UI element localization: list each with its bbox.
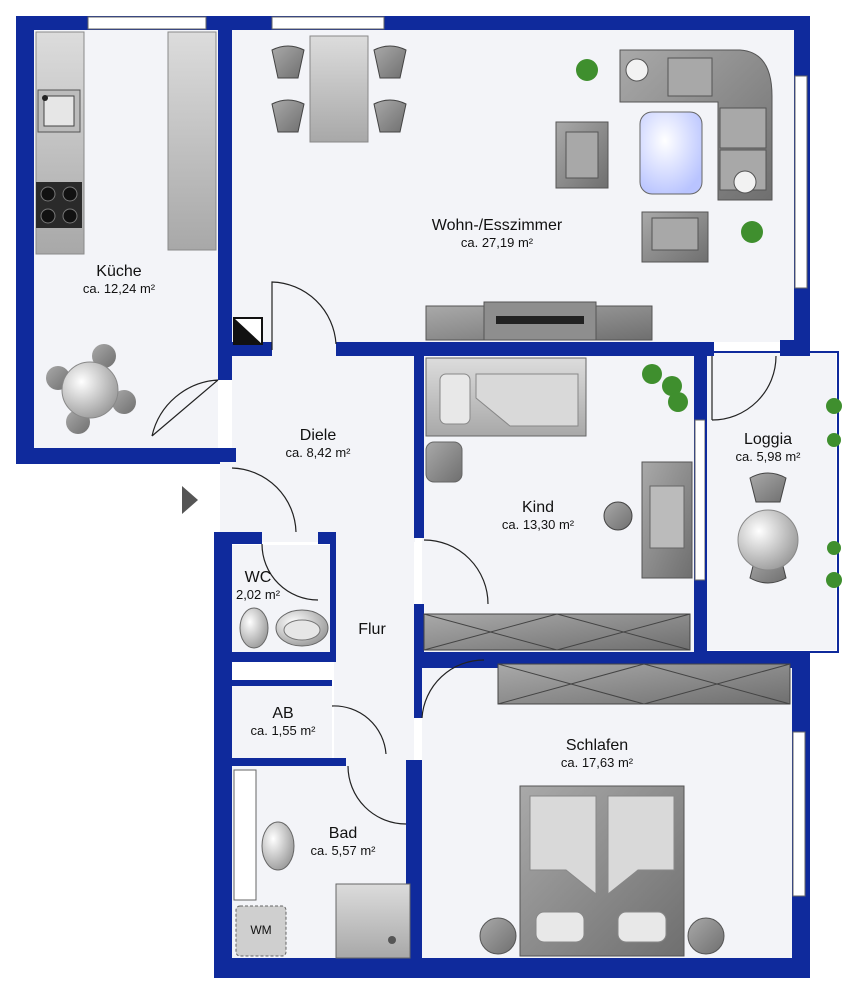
room-name: Flur xyxy=(358,621,386,638)
wall-kueche-wohn xyxy=(218,30,232,350)
wall-wc-right xyxy=(330,532,336,662)
kitchen-table xyxy=(46,344,136,434)
room-area: ca. 1,55 m² xyxy=(250,723,316,738)
door-kind xyxy=(423,539,489,605)
window-wohn-top xyxy=(271,16,385,30)
room-name: WC xyxy=(244,569,272,586)
wall-diele-kind xyxy=(414,342,424,538)
wardrobe xyxy=(423,613,691,651)
door-entry xyxy=(231,467,297,533)
wall-ab-top xyxy=(232,680,332,686)
room-area: ca. 27,19 m² xyxy=(460,235,534,250)
shower-tray xyxy=(335,883,411,959)
tv-sideboard xyxy=(425,301,653,341)
room-area: ca. 5,57 m² xyxy=(310,843,376,858)
room-name: Schlafen xyxy=(565,737,629,754)
wall-wohn-bottom-left xyxy=(232,342,272,356)
label-kind: Kind ca. 13,30 m² xyxy=(502,498,574,533)
wm-label: WM xyxy=(250,923,272,937)
corner-sofa xyxy=(619,49,773,201)
room-name: Kind xyxy=(521,499,555,516)
door-kueche-diele xyxy=(151,379,219,437)
floor-ab xyxy=(232,686,332,758)
armchairs xyxy=(555,121,709,263)
kitchen-counter xyxy=(35,31,217,255)
wall-left-kueche xyxy=(16,16,34,464)
window-bad-left xyxy=(233,769,257,901)
door-ab xyxy=(331,705,387,755)
window-wohn-right xyxy=(794,75,808,289)
door-wc xyxy=(261,543,319,601)
floor-entry xyxy=(220,458,234,532)
label-ab: AB ca. 1,55 m² xyxy=(250,704,315,739)
room-area: ca. 13,30 m² xyxy=(501,517,575,532)
wall-wc-bottom xyxy=(232,652,336,662)
room-name: Küche xyxy=(96,263,142,280)
kids-bed xyxy=(425,357,587,483)
washing-machine xyxy=(235,905,287,957)
window-kind-loggia xyxy=(694,419,706,581)
window-schlafen xyxy=(792,731,806,897)
plant-icon xyxy=(576,59,842,588)
room-area: 2,02 m² xyxy=(235,587,281,602)
door-bad xyxy=(347,765,407,825)
room-name: Wohn-/Esszimmer xyxy=(431,217,563,234)
label-wm: WM xyxy=(250,923,271,937)
label-schlafen: Schlafen ca. 17,63 m² xyxy=(561,736,633,771)
wall-bottom-kueche xyxy=(16,448,220,464)
coffee-table xyxy=(639,111,703,195)
wall-bottom xyxy=(214,958,810,978)
wall-loggia-right xyxy=(780,340,810,356)
loggia-frame xyxy=(705,351,839,653)
doors xyxy=(151,281,777,825)
entrance-arrow-icon xyxy=(182,486,198,514)
door-wohn-diele xyxy=(271,281,337,350)
wall-kueche-diele xyxy=(218,350,232,380)
windows xyxy=(87,16,808,901)
window-kueche xyxy=(87,16,207,30)
label-wohn: Wohn-/Esszimmer ca. 27,19 m² xyxy=(432,216,562,251)
room-area: ca. 17,63 m² xyxy=(560,755,634,770)
room-name: Bad xyxy=(328,825,358,842)
label-bad: Bad ca. 5,57 m² xyxy=(310,824,375,859)
label-loggia: Loggia ca. 5,98 m² xyxy=(735,430,800,465)
bedroom-wardrobe xyxy=(497,663,791,705)
wall-kind-flur xyxy=(414,604,424,668)
wall-schlafen-left xyxy=(414,668,422,718)
chimney-icon xyxy=(233,317,263,345)
room-area: ca. 5,98 m² xyxy=(735,449,801,464)
wall-left-lower xyxy=(214,532,232,978)
room-area: ca. 8,42 m² xyxy=(285,445,351,460)
dining-table xyxy=(271,35,407,143)
wall-ab-bottom xyxy=(232,758,346,766)
floor-diele xyxy=(232,342,415,542)
door-loggia xyxy=(711,355,777,421)
desk xyxy=(603,461,693,579)
label-kueche: Küche ca. 12,24 m² xyxy=(83,262,155,297)
wall-wc-top-left xyxy=(232,532,262,544)
door-flur-schlafen xyxy=(421,659,485,719)
label-flur: Flur xyxy=(358,620,386,639)
wc-fixtures xyxy=(239,607,329,649)
wall-entry-top xyxy=(214,448,236,462)
loggia-table xyxy=(737,472,799,584)
room-area: ca. 12,24 m² xyxy=(82,281,156,296)
room-name: Diele xyxy=(299,427,337,444)
double-bed xyxy=(479,785,725,957)
room-name: AB xyxy=(272,705,294,722)
room-name: Loggia xyxy=(743,431,793,448)
bad-fixtures xyxy=(235,821,411,959)
wall-wohn-bottom-mid xyxy=(336,342,714,356)
label-diele: Diele ca. 8,42 m² xyxy=(285,426,350,461)
label-wc: WC 2,02 m² xyxy=(236,568,280,603)
floor-areas xyxy=(34,30,836,958)
